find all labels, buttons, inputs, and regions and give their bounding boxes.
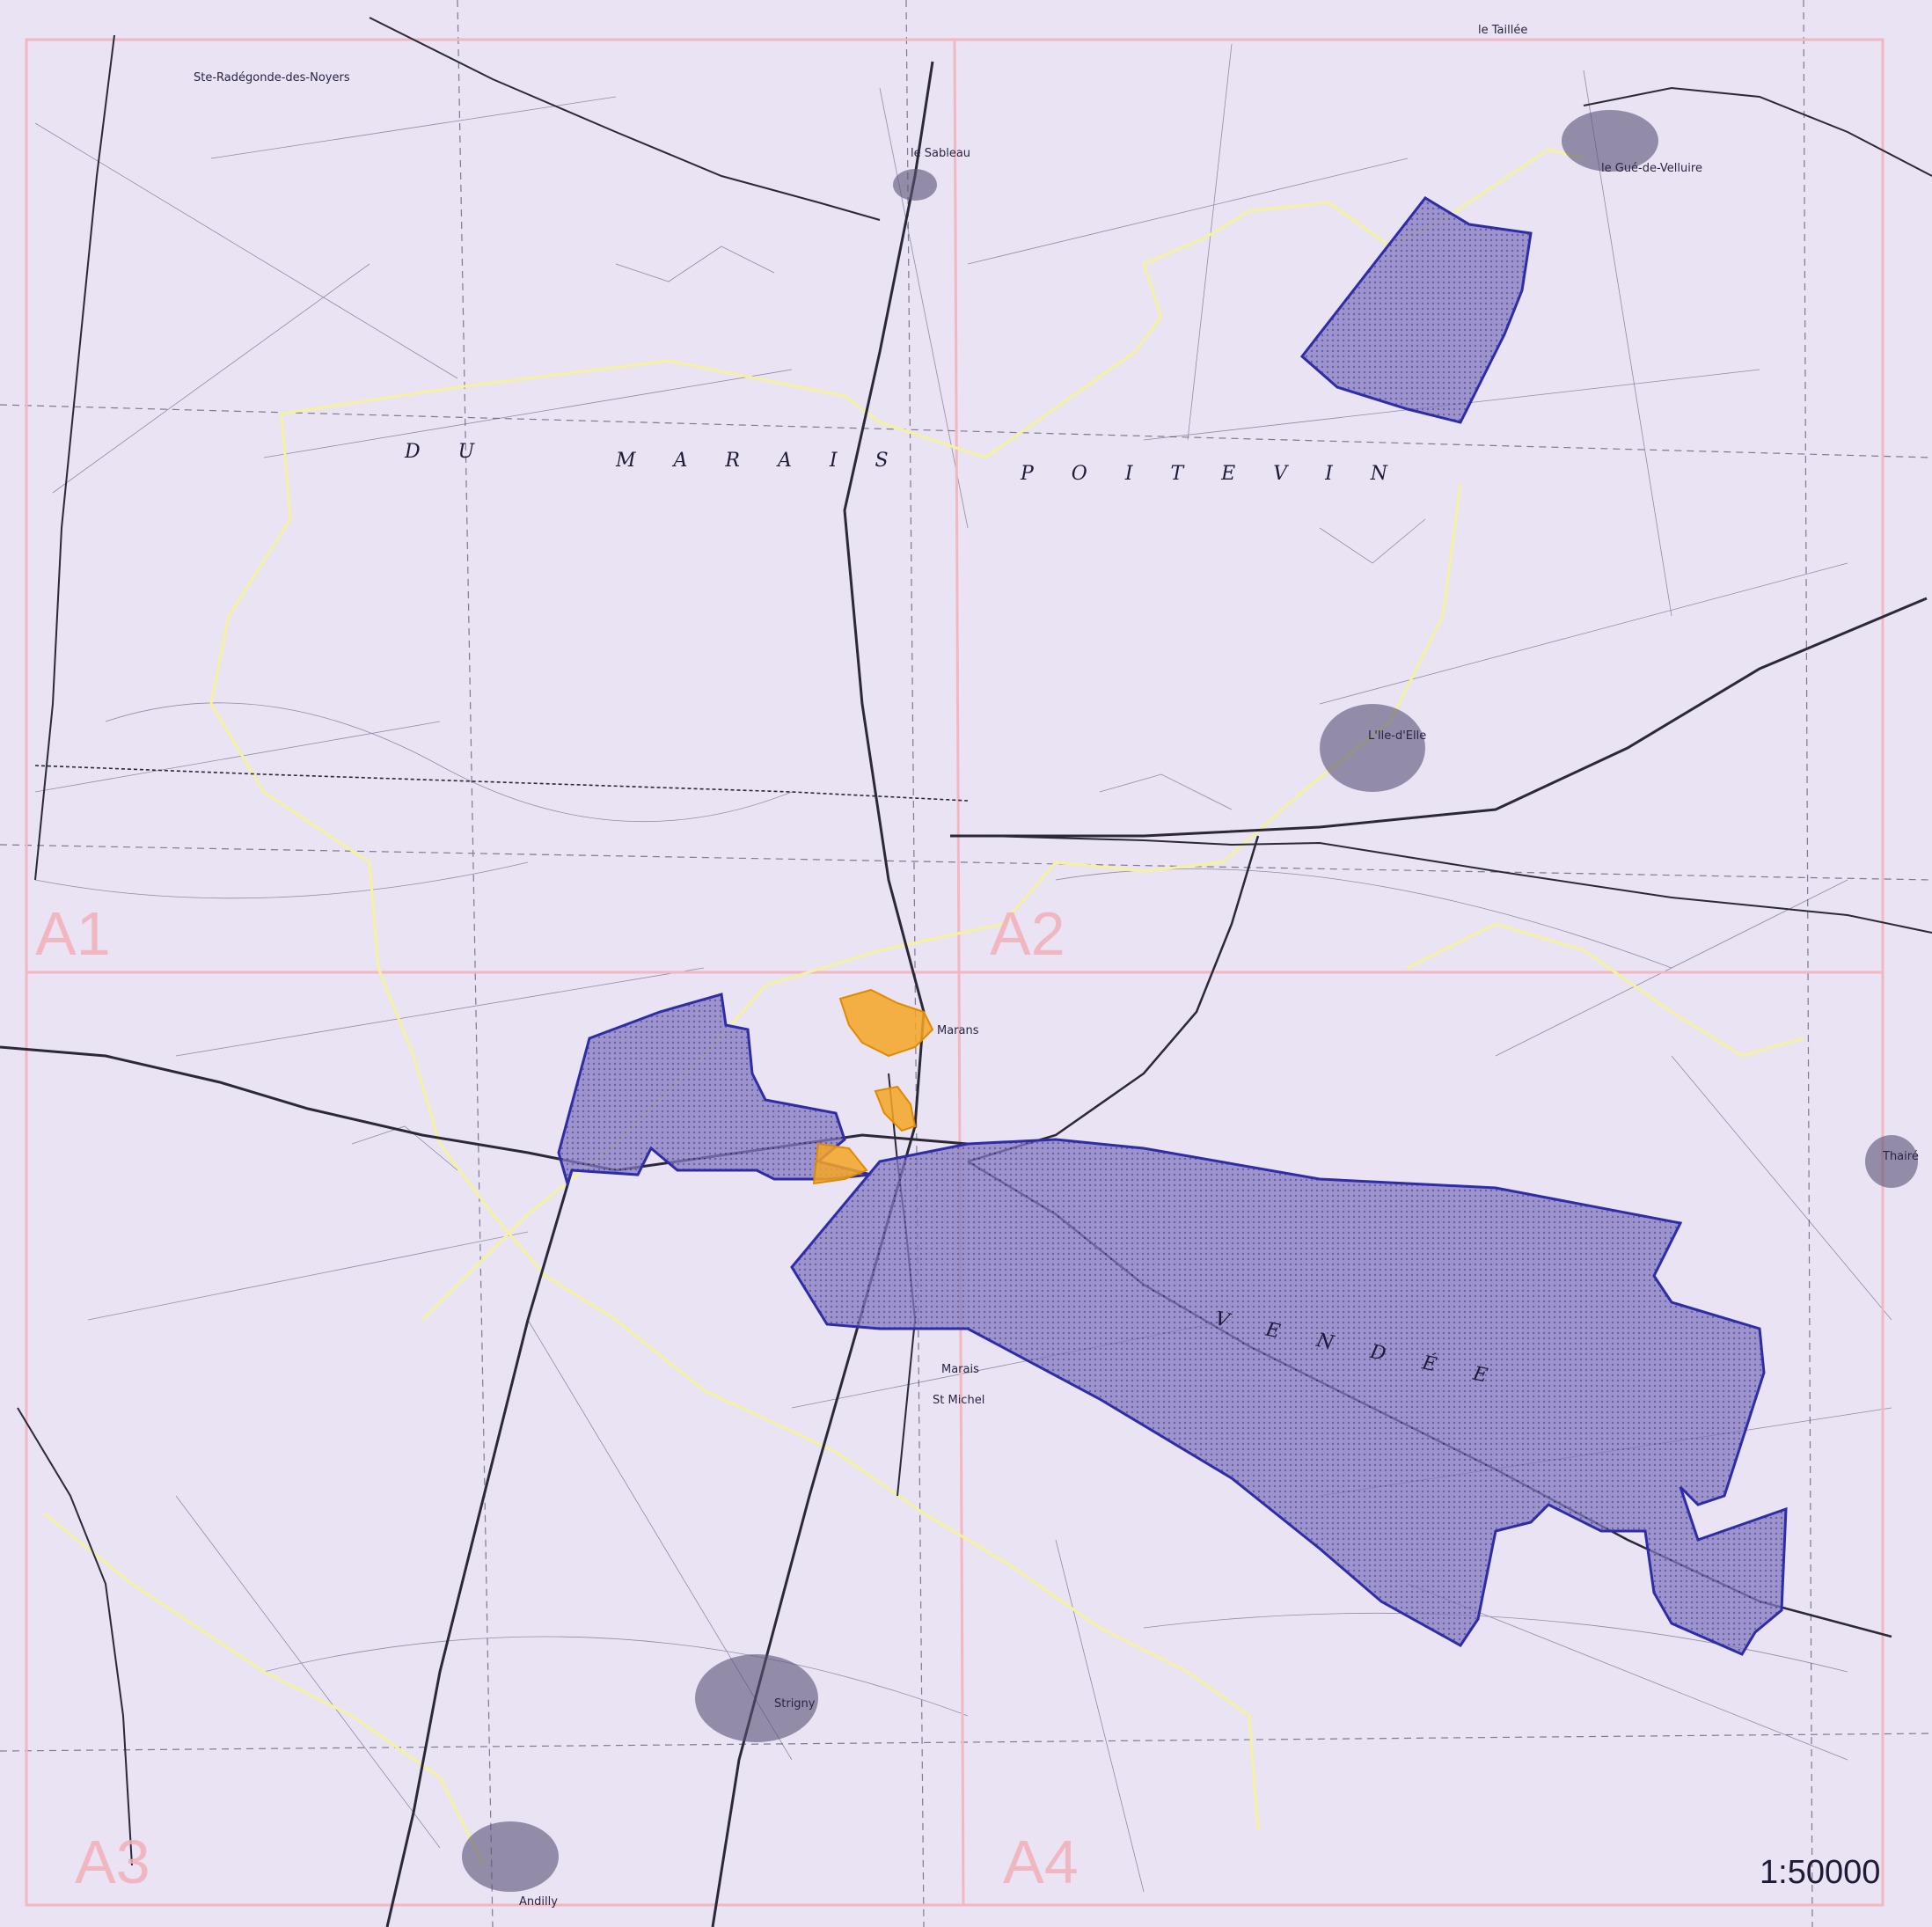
town-label-marais: Marais xyxy=(941,1363,979,1376)
town-label-l-ile-d-elle: L'Ile-d'Elle xyxy=(1368,729,1426,743)
region-word-marais: M A R A I S xyxy=(615,450,904,472)
field-lines xyxy=(34,43,1892,1893)
town-label-ste-radegonde: Ste-Radégonde-des-Noyers xyxy=(194,71,350,84)
town-label-le-taillee: le Taillée xyxy=(1478,24,1527,37)
region-word-du: D U xyxy=(404,441,490,463)
town-label-strigny: Strigny xyxy=(774,1697,816,1711)
urban-zones xyxy=(812,988,934,1185)
quadrant-grid xyxy=(25,38,1884,1907)
town-label-le-gue-de-velluire: le Gué-de-Velluire xyxy=(1601,162,1702,175)
town-label-marans: Marans xyxy=(937,1024,979,1037)
quadrant-label-a1: A1 xyxy=(35,899,111,968)
urban-zone-marans-south xyxy=(874,1085,917,1132)
protected-areas xyxy=(557,196,1788,1656)
protected-area-north xyxy=(1299,196,1533,424)
urban-zone-marans-center xyxy=(838,988,934,1058)
region-word-poitevin: P O I T E V I N xyxy=(1020,463,1403,485)
protected-area-east xyxy=(790,1138,1788,1656)
quadrant-label-a3: A3 xyxy=(75,1828,150,1896)
scale-label: 1:50000 xyxy=(1760,1854,1880,1891)
town-label-st-michel: St Michel xyxy=(933,1394,984,1407)
settlements xyxy=(462,110,1918,1892)
town-label-thaire: Thairé xyxy=(1882,1150,1919,1163)
quadrant-label-a4: A4 xyxy=(1003,1828,1079,1896)
quadrant-label-a2: A2 xyxy=(990,899,1065,968)
town-label-andilly: Andilly xyxy=(519,1895,558,1909)
urban-zone-southwest xyxy=(812,1142,868,1185)
town-label-le-sableau: le Sableau xyxy=(911,147,970,160)
